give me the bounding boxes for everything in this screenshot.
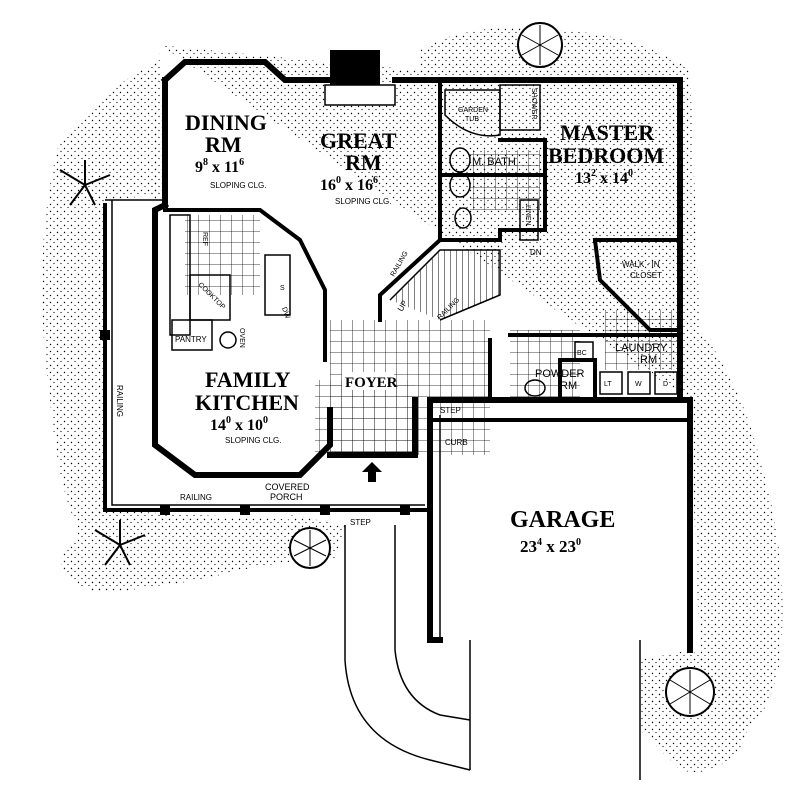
bath-fixtures [444,84,546,397]
family-kitchen-dims: 140 x 100 [210,415,268,434]
family-kitchen-note: SLOPING CLG. [225,436,281,445]
railing-label: RAILING [115,385,124,417]
master-bedroom-dims: 132 x 140 [575,168,633,187]
sink-label: S [280,285,285,292]
laundry-room-label: RM [640,354,657,366]
family-kitchen-label: FAMILY [205,367,291,392]
linen-label: LINEN [524,205,531,226]
curb-label: CURB [445,438,468,447]
great-room-label: GREAT [320,128,397,153]
step-label: STEP [350,518,371,527]
powder-room-label: RM [560,380,577,392]
laundry-tub-label: LT [604,381,612,388]
dryer-label: D [663,381,668,388]
entry-arrow-icon [362,462,382,482]
walk-in-closet-label: WALK - IN [622,260,660,269]
family-kitchen-label: KITCHEN [195,390,299,415]
interior-walls [163,78,682,402]
garage-walls [428,415,692,780]
staircase [389,249,501,321]
dining-room-label: RM [205,132,242,157]
shrub-icon [665,667,715,717]
shower-label: SHOWER [530,88,537,120]
laundry-appliances [574,341,678,395]
step-label: STEP [440,406,461,415]
dining-room-label: DINING [185,110,267,135]
dn-label: DN [530,248,542,257]
dining-room-dims: 98 x 116 [195,157,244,176]
powder-room-label: POWDER [535,368,585,380]
walkway [344,525,471,771]
pantry-label: PANTRY [175,335,207,344]
palm-icon [59,160,146,566]
garage-label: GARAGE [510,507,615,533]
railing-label: RAILING [390,250,410,278]
great-room-label: RM [345,150,382,175]
washer-label: W [635,381,642,388]
laundry-room-label: LAUNDRY [615,342,668,354]
fireplace [324,50,396,106]
covered-porch-label: COVERED [265,482,310,492]
master-bath-label: M. BATH [472,156,516,168]
garden-tub-label: TUB [465,116,479,123]
great-room-note: SLOPING CLG. [335,197,391,206]
oven-label: OVEN [238,328,245,348]
ref-label: REF [201,232,208,246]
covered-porch [100,199,432,515]
kitchen-counters [169,214,291,351]
garden-tub-label: GARDEN [458,107,488,114]
master-bedroom-label: MASTER [560,120,655,145]
master-bedroom-label: BEDROOM [548,143,664,168]
bc-label: BC [577,350,587,357]
shrub-icon [289,527,331,569]
foyer-label: FOYER [345,375,398,391]
dw-label: DW [280,306,291,320]
shrub-icon [517,22,563,68]
dining-room-note: SLOPING CLG. [210,181,266,190]
covered-porch-label: PORCH [270,492,303,502]
walk-in-closet-label: CLOSET [630,271,662,280]
garage-dims: 234 x 230 [520,537,581,556]
great-room-dims: 160 x 166 [320,175,378,194]
railing-label: RAILING [180,493,212,502]
